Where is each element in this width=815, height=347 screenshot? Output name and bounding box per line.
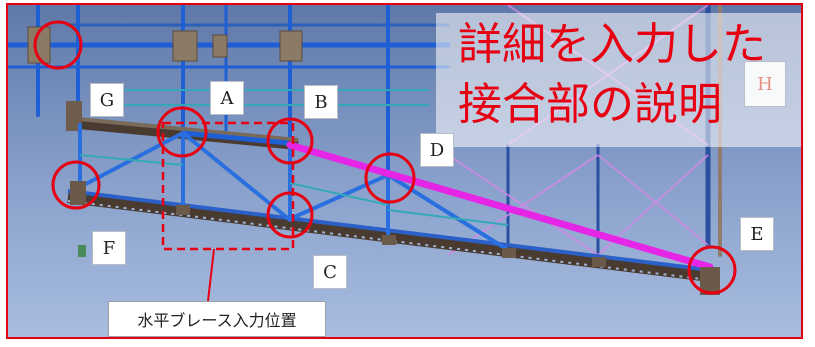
horizontal-brace-area (161, 121, 295, 251)
joint-markers (33, 20, 737, 295)
caption-leader-line (207, 248, 215, 302)
joint-marker-d (364, 152, 416, 204)
node-label-b: B (304, 85, 338, 119)
joint-marker-top-left (33, 20, 83, 70)
joint-marker-f (51, 160, 101, 210)
figure-frame: 詳細を入力した 接合部の説明 G A B D F C E H 水平ブレース入力位… (6, 3, 803, 339)
title-panel: 詳細を入力した 接合部の説明 (436, 13, 801, 147)
caption-box: 水平ブレース入力位置 (108, 301, 326, 337)
node-label-h: H (744, 61, 786, 107)
node-label-d: D (420, 133, 454, 167)
node-label-g: G (90, 83, 124, 117)
joint-marker-a (156, 106, 208, 158)
joint-marker-c (266, 191, 314, 239)
title-line-2: 接合部の説明 (458, 79, 722, 130)
node-label-c: C (313, 255, 347, 289)
title-line-1: 詳細を入力した (458, 19, 766, 70)
magenta-beam (286, 141, 714, 271)
base-plates (70, 181, 720, 295)
joint-marker-b (266, 117, 314, 165)
joint-plates (27, 26, 303, 64)
node-label-e: E (740, 217, 774, 251)
node-label-a: A (210, 81, 244, 115)
node-label-f: F (92, 231, 126, 265)
joint-marker-e (687, 245, 737, 295)
secondary-members (79, 154, 509, 226)
